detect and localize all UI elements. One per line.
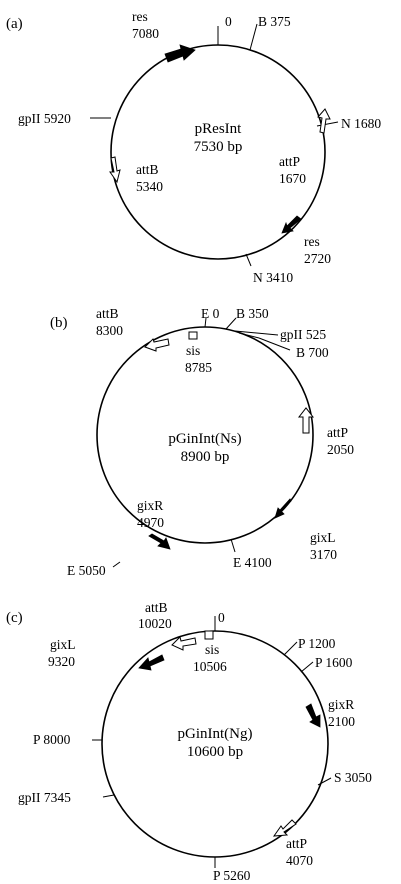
plasmid-b-name: pGinInt(Ns) xyxy=(168,431,241,447)
plasmid-c-name: pGinInt(Ng) xyxy=(178,726,253,742)
label-b700: B 700 xyxy=(296,345,329,360)
label-p1600: P 1600 xyxy=(315,655,353,670)
tick-e0 xyxy=(204,317,207,328)
tick-s3050 xyxy=(317,777,332,786)
plasmid-a-size: 7530 bp xyxy=(194,139,243,155)
tick-p1200 xyxy=(283,641,298,656)
label-gpii525: gpII 525 xyxy=(280,327,326,342)
attb-8300-open-arrow xyxy=(144,338,170,352)
gixl-3170-filled-arrow xyxy=(274,498,292,519)
tick-b700-b xyxy=(258,337,291,351)
label-b375: B 375 xyxy=(258,14,291,29)
tick-gpii7345 xyxy=(102,794,115,798)
label-gpii7345: gpII 7345 xyxy=(18,790,71,805)
label-gpii5920: gpII 5920 xyxy=(18,111,71,126)
panel-b-label: (b) xyxy=(50,315,68,331)
tick-b700-a xyxy=(238,332,260,339)
tick-e4100 xyxy=(230,538,236,553)
panel-c-label: (c) xyxy=(6,610,23,626)
gixr-4970-filled-arrow xyxy=(148,533,171,550)
label-0-c: 0 xyxy=(218,610,225,625)
tick-p1600 xyxy=(300,661,314,673)
attp-2050-open-arrow xyxy=(297,407,315,434)
plasmid-b-size: 8900 bp xyxy=(181,449,230,465)
tick-n3410 xyxy=(245,253,252,267)
label-0-a: 0 xyxy=(225,14,232,29)
sis-8785-box xyxy=(188,331,198,340)
label-p5260: P 5260 xyxy=(213,868,251,883)
gixr-2100-filled-arrow xyxy=(305,703,321,728)
attb-10020-open-arrow xyxy=(171,636,197,651)
tick-e5050 xyxy=(112,561,121,568)
attb-5340-open-arrow xyxy=(109,156,121,184)
label-s3050: S 3050 xyxy=(334,770,372,785)
res-7080-filled-arrow xyxy=(164,44,196,63)
label-e4100: E 4100 xyxy=(233,555,272,570)
label-b350: B 350 xyxy=(236,306,269,321)
attp-1670-open-arrow xyxy=(317,108,331,134)
plasmid-c-size: 10600 bp xyxy=(187,744,243,760)
panel-a-label: (a) xyxy=(6,16,23,32)
plasmid-a-name: pResInt xyxy=(195,121,242,137)
tick-gpii525 xyxy=(234,330,279,336)
label-p8000: P 8000 xyxy=(33,732,71,747)
label-p1200: P 1200 xyxy=(298,636,336,651)
tick-b375 xyxy=(249,23,258,51)
gixl-9320-filled-arrow xyxy=(138,654,165,671)
sis-10506-box xyxy=(204,630,214,640)
res-2720-filled-arrow xyxy=(281,215,302,234)
label-n3410: N 3410 xyxy=(253,270,293,285)
label-e0: E 0 xyxy=(201,306,220,321)
attp-4070-open-arrow xyxy=(272,819,297,837)
label-e5050: E 5050 xyxy=(67,563,106,578)
label-n1680: N 1680 xyxy=(341,116,381,131)
tick-b350 xyxy=(225,317,237,330)
